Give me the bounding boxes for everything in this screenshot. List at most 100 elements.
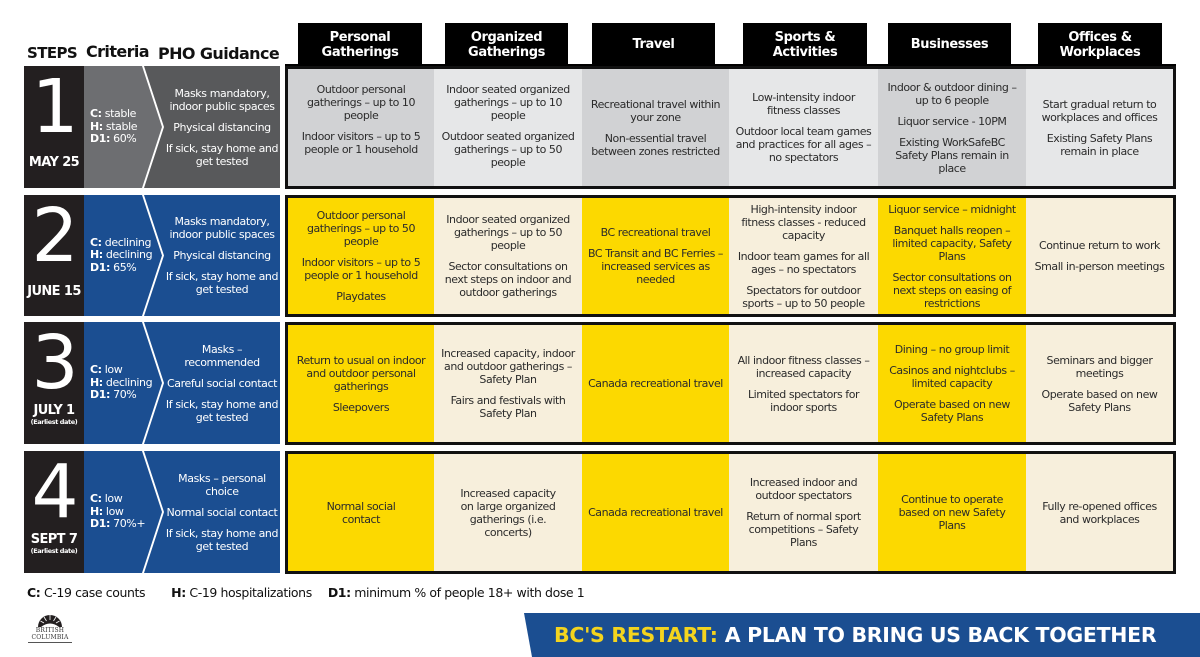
- cell-sports: Low-intensity indoor fitness classes Out…: [729, 69, 878, 186]
- tab-label: Offices & Workplaces: [1059, 29, 1141, 60]
- cell-travel: BC recreational travel BC Transit and BC…: [582, 198, 729, 314]
- cell-businesses: Liquor service – midnight Banquet halls …: [878, 198, 1026, 314]
- cell-text: Outdoor seated organized gatherings – up…: [441, 130, 575, 169]
- cell-offices: Seminars and bigger meetings Operate bas…: [1026, 325, 1173, 442]
- step-date: JUNE 15: [27, 284, 81, 299]
- cell-text: Liquor service - 10PM: [897, 114, 1007, 128]
- legend-item-h: H: C-19 hospitalizations: [171, 585, 312, 600]
- cell-text: Dining – no group limit: [894, 343, 1010, 356]
- pho-item: If sick, stay home and get tested: [165, 141, 279, 168]
- step-note: (Earliest date): [30, 547, 78, 555]
- cell-text: Increased indoor and outdoor spectators: [749, 476, 858, 502]
- steps-heading: STEPS: [27, 44, 78, 62]
- tab-label: Organized Gatherings: [468, 29, 545, 60]
- cell-offices: Continue return to work Small in-person …: [1026, 198, 1173, 314]
- banner-accent: BC'S RESTART:: [554, 623, 718, 647]
- step-grid-row: Normal social contact Increased capacity…: [285, 451, 1176, 574]
- legend-item-c: C: C-19 case counts: [27, 585, 146, 600]
- cell-text: Limited spectators for indoor sports: [747, 387, 860, 414]
- cell-personal: Outdoor personal gatherings – up to 50 p…: [288, 198, 434, 314]
- tab-sports-activities: Sports & Activities: [743, 23, 867, 68]
- step-number: 4: [31, 449, 78, 535]
- cell-text: Banquet halls reopen – limited capacity,…: [892, 223, 1012, 263]
- criteria-c: low: [104, 492, 123, 506]
- tab-offices-workplaces: Offices & Workplaces: [1038, 23, 1162, 68]
- criteria-h: declining: [105, 375, 153, 389]
- tab-businesses: Businesses: [888, 23, 1011, 68]
- criteria-h: stable: [105, 119, 138, 133]
- title-banner: BC'S RESTART: A PLAN TO BRING US BACK TO…: [524, 613, 1200, 657]
- cell-sports: All indoor fitness classes – increased c…: [729, 325, 878, 442]
- step-number: 1: [31, 64, 78, 150]
- tab-personal-gatherings: Personal Gatherings: [298, 23, 422, 68]
- legend-text: minimum % of people 18+ with dose 1: [354, 585, 585, 600]
- tab-label: Sports & Activities: [772, 29, 838, 60]
- cell-text: Sector consultations on next steps on in…: [444, 260, 572, 299]
- criteria-c: stable: [104, 107, 137, 121]
- cell-text: Liquor service – midnight: [888, 202, 1016, 216]
- cell-text: Indoor seated organized gatherings – up …: [446, 213, 570, 252]
- bc-government-logo: BRITISH COLUMBIA: [28, 612, 72, 652]
- criteria-d1: 70%: [113, 388, 137, 402]
- pho-guidance-box: Masks – personal choice Normal social co…: [144, 451, 280, 573]
- cell-text: Normal social contact: [326, 499, 396, 526]
- pho-item: Careful social contact: [166, 376, 278, 390]
- cell-offices: Fully re-opened offices and workplaces: [1026, 454, 1173, 571]
- tab-organized-gatherings: Organized Gatherings: [445, 23, 568, 68]
- pho-item: Masks – personal choice: [178, 471, 266, 498]
- pho-item: If sick, stay home and get tested: [165, 526, 279, 553]
- cell-text: Return of normal sport competitions – Sa…: [746, 510, 861, 549]
- pho-item: Masks mandatory, indoor public spaces: [169, 86, 275, 113]
- cell-text: Operate based on new Safety Plans: [894, 398, 1010, 424]
- criteria-legend: C: C-19 case counts H: C-19 hospitalizat…: [27, 585, 585, 600]
- cell-text: Sleepovers: [332, 400, 390, 414]
- pho-item: If sick, stay home and get tested: [165, 270, 279, 296]
- cell-text: Spectators for outdoor sports – up to 50…: [742, 283, 865, 310]
- legend-text: C-19 hospitalizations: [189, 585, 312, 600]
- cell-businesses: Continue to operate based on new Safety …: [878, 454, 1026, 571]
- cell-text: BC Transit and BC Ferries – increased se…: [588, 247, 723, 286]
- step-date: JULY 1: [33, 403, 75, 418]
- tab-travel: Travel: [592, 23, 715, 68]
- cell-text: Continue return to work: [1039, 239, 1160, 252]
- banner-title: A PLAN TO BRING US BACK TOGETHER: [724, 623, 1157, 647]
- cell-text: Recreational travel within your zone: [590, 97, 721, 124]
- cell-text: Existing WorkSafeBC Safety Plans remain …: [895, 135, 1009, 175]
- step-grid-row: Return to usual on indoor and outdoor pe…: [285, 322, 1176, 445]
- cell-organized: Increased capacity, indoor and outdoor g…: [434, 325, 582, 442]
- step-badge: 4 SEPT 7 (Earliest date): [24, 451, 84, 573]
- cell-text: Seminars and bigger meetings: [1046, 353, 1153, 380]
- cell-offices: Start gradual return to workplaces and o…: [1026, 69, 1173, 186]
- cell-text: Sector consultations on next steps on ea…: [892, 270, 1012, 310]
- pho-item: Normal social contact: [166, 505, 278, 519]
- cell-text: Casinos and nightclubs – limited capacit…: [889, 364, 1015, 390]
- cell-organized: Increased capacity on large organized ga…: [434, 454, 582, 571]
- cell-text: Low-intensity indoor fitness classes: [752, 91, 855, 117]
- cell-text: High-intensity indoor fitness classes - …: [741, 202, 866, 242]
- cell-text: Fully re-opened offices and workplaces: [1042, 499, 1157, 526]
- pho-item: If sick, stay home and get tested: [165, 397, 279, 424]
- pho-guidance-box: Masks mandatory, indoor public spaces Ph…: [144, 195, 280, 316]
- cell-sports: Increased indoor and outdoor spectators …: [729, 454, 878, 571]
- cell-businesses: Dining – no group limit Casinos and nigh…: [878, 325, 1026, 442]
- criteria-h: declining: [105, 248, 153, 262]
- cell-organized: Indoor seated organized gatherings – up …: [434, 198, 582, 314]
- legend-key: H:: [171, 585, 186, 600]
- step-number: 3: [31, 320, 78, 406]
- criteria-c: low: [104, 363, 123, 377]
- cell-text: Indoor visitors – up to 5 people or 1 ho…: [301, 256, 421, 282]
- cell-text: Outdoor local team games and practices f…: [735, 125, 872, 164]
- logo-line-2: COLUMBIA: [28, 634, 72, 643]
- cell-sports: High-intensity indoor fitness classes - …: [729, 198, 878, 314]
- cell-personal: Return to usual on indoor and outdoor pe…: [288, 325, 434, 442]
- pho-guidance-box: Masks – recommended Careful social conta…: [144, 322, 280, 444]
- pho-guidance-box: Masks mandatory, indoor public spaces Ph…: [144, 66, 280, 188]
- cell-text: Playdates: [336, 290, 386, 303]
- cell-personal: Normal social contact: [288, 454, 434, 571]
- cell-text: Start gradual return to workplaces and o…: [1041, 97, 1158, 124]
- tab-label: Businesses: [910, 37, 989, 52]
- legend-text: C-19 case counts: [43, 585, 146, 600]
- cell-text: Canada recreational travel: [588, 506, 723, 519]
- step-date: SEPT 7: [30, 532, 78, 547]
- cell-text: Increased capacity, indoor and outdoor g…: [441, 347, 575, 386]
